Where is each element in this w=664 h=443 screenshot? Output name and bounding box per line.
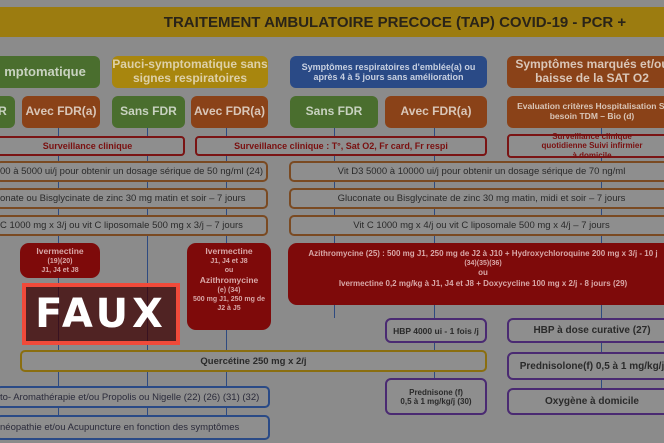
sans-fdr-box: Sans FDR <box>290 96 378 128</box>
prednisolone-box: Prednisolone(f) 0,5 à 1 mg/kg/j <box>507 352 664 380</box>
treatment-refs: (34)(35)(36) <box>464 260 502 268</box>
zinc-box: onate ou Bisglycinate de zinc 30 mg mati… <box>0 188 268 209</box>
avec-fdr-box: Avec FDR(a) <box>22 96 100 128</box>
treatment-name: Prednisone (f) <box>409 387 463 397</box>
hbp-box: HBP 4000 ui - 1 fois /j <box>385 318 487 343</box>
vitamin-c-box: C 1000 mg x 3/j ou vit C liposomale 500 … <box>0 215 268 236</box>
homeopathie-acupuncture-box: néopathie et/ou Acupuncture en fonction … <box>0 415 270 440</box>
category-marques: Symptômes marqués et/ou baisse de la SAT… <box>507 56 664 88</box>
hbp-curative-box: HBP à dose curative (27) <box>507 318 664 343</box>
treatment-name: Azithromycine <box>199 275 259 286</box>
connector-line <box>58 128 59 428</box>
vitamin-d-box: 00 à 5000 ui/j pour obtenir un dosage sé… <box>0 161 268 182</box>
sans-fdr-box: R <box>0 96 15 128</box>
category-asymptomatique: mptomatique <box>0 56 100 88</box>
treatment-refs: (e) (34) <box>217 287 241 295</box>
or-label: ou <box>478 268 488 278</box>
azithromycine-hydroxychloroquine-box: Azithromycine (25) : 500 mg J1, 250 mg d… <box>288 243 664 305</box>
treatment-dose: 0,5 à 1 mg/kg/j (30) <box>400 396 472 406</box>
ivermectine-box: Ivermectine (19)(20) J1, J4 et J8 <box>20 243 100 278</box>
avec-fdr-box: Avec FDR(a) <box>191 96 268 128</box>
avec-fdr-box: Avec FDR(a) <box>385 96 487 128</box>
treatment-days: J1, J4 et J8 <box>210 258 248 266</box>
surveillance-box: Surveillance clinique <box>0 136 185 156</box>
evaluation-box: Evaluation critères Hospitalisation Si b… <box>507 96 664 128</box>
category-respiratoires: Symptômes respiratoires d'emblée(a) ou a… <box>290 56 487 88</box>
or-label: ou <box>224 267 234 275</box>
sans-fdr-box: Sans FDR <box>112 96 185 128</box>
connector-line <box>147 128 148 428</box>
prednisone-box: Prednisone (f) 0,5 à 1 mg/kg/j (30) <box>385 378 487 415</box>
treatment-refs: (19)(20) <box>47 258 73 266</box>
faux-stamp: FAUX <box>22 283 180 345</box>
surveillance-box: Surveillance clinique : T°, Sat O2, Fr c… <box>195 136 487 156</box>
quercetine-box: Quercétine 250 mg x 2/j <box>20 350 487 372</box>
phyto-aromatherapie-box: to- Aromathérapie et/ou Propolis ou Nige… <box>0 386 270 408</box>
page-title: TRAITEMENT AMBULATOIRE PRECOCE (TAP) COV… <box>0 7 664 37</box>
treatment-days: J1, J4 et J8 <box>41 267 79 275</box>
oxygene-box: Oxygène à domicile <box>507 388 664 415</box>
zinc-box: Gluconate ou Bisglycinate de zinc 30 mg … <box>289 188 664 209</box>
ivermectine-azithromycine-box: Ivermectine J1, J4 et J8 ou Azithromycin… <box>187 243 271 330</box>
category-pauci: Pauci-symptomatique sans signes respirat… <box>112 56 268 88</box>
treatment-name: Ivermectine <box>36 246 84 256</box>
treatment-line: Ivermectine 0,2 mg/kg à J1, J4 et J8 + D… <box>338 278 628 288</box>
treatment-line: Azithromycine (25) : 500 mg J1, 250 mg d… <box>308 249 658 258</box>
surveillance-box: Surveillance clinique quotidienne Suivi … <box>507 132 664 160</box>
vitamin-c-box: Vit C 1000 mg x 4/j ou vit C liposomale … <box>289 215 664 236</box>
treatment-name: Ivermectine <box>205 246 253 256</box>
treatment-dose: 500 mg J1, 250 mg de J2 à J5 <box>193 296 265 313</box>
vitamin-d-box: Vit D3 5000 à 10000 ui/j pour obtenir un… <box>289 161 664 182</box>
